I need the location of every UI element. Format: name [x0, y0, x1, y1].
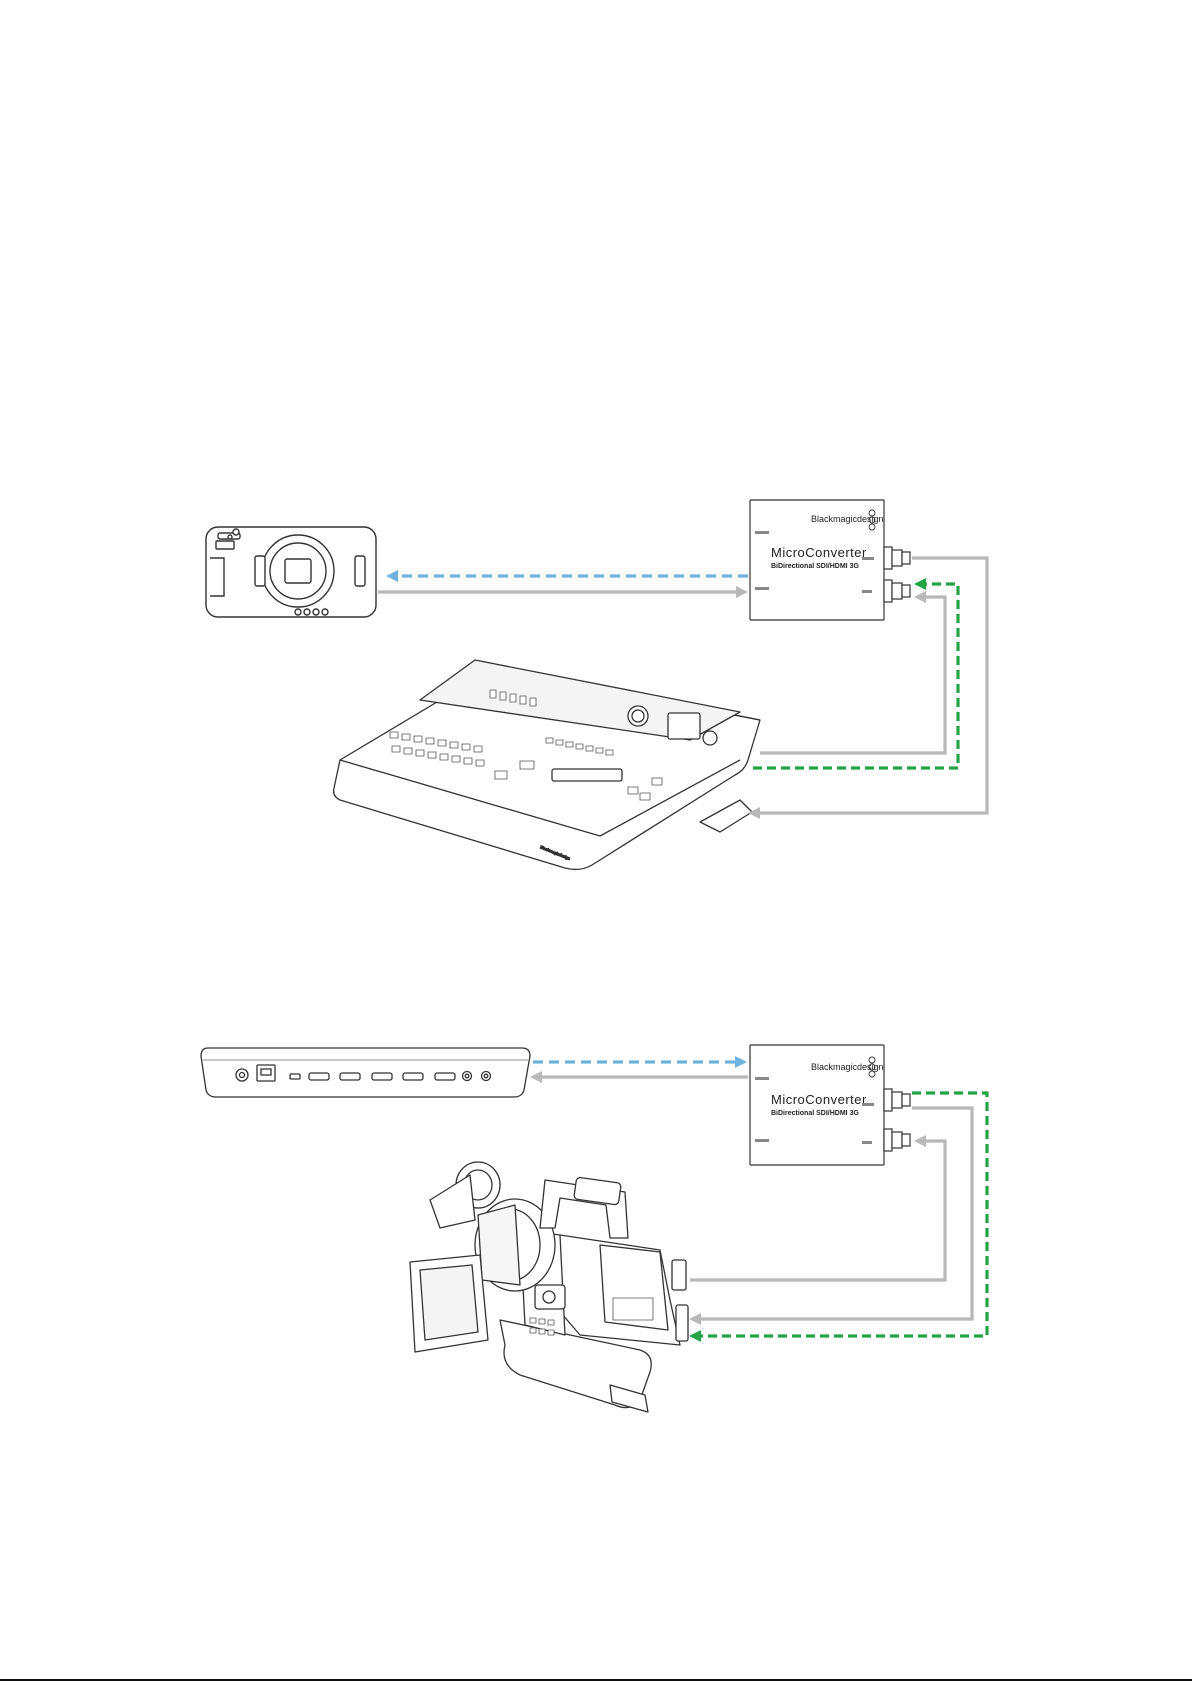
diagram-2: Blackmagicdesign MicroConverter BiDirect…	[201, 1045, 987, 1412]
sdi-in-connector-1	[884, 580, 910, 602]
converter-2-subtitle: BiDirectional SDI/HDMI 3G	[771, 1110, 859, 1117]
atem-switcher-panel-icon: Blackmagicdesign	[334, 660, 760, 869]
sdi-out-connector-2	[884, 1089, 910, 1111]
converter-1-product-name: MicroConverter	[771, 545, 867, 560]
pocket-cinema-camera-icon	[206, 527, 376, 617]
microconverter-2: Blackmagicdesign MicroConverter BiDirect…	[750, 1045, 910, 1165]
footer-rule	[0, 1679, 1192, 1681]
diagram-1: Blackmagicdesign MicroConverter BiDirect…	[206, 500, 987, 869]
ursa-broadcast-camera-icon	[410, 1162, 688, 1412]
sdi-in-connector-2	[884, 1129, 910, 1151]
converter-2-product-name: MicroConverter	[771, 1092, 867, 1107]
microconverter-1: Blackmagicdesign MicroConverter BiDirect…	[750, 500, 910, 620]
atem-mini-switcher-icon	[201, 1048, 530, 1097]
converter-1-subtitle: BiDirectional SDI/HDMI 3G	[771, 563, 859, 570]
converter-2-brand: Blackmagicdesign	[811, 1062, 884, 1072]
sdi-out-connector-1	[884, 547, 910, 569]
